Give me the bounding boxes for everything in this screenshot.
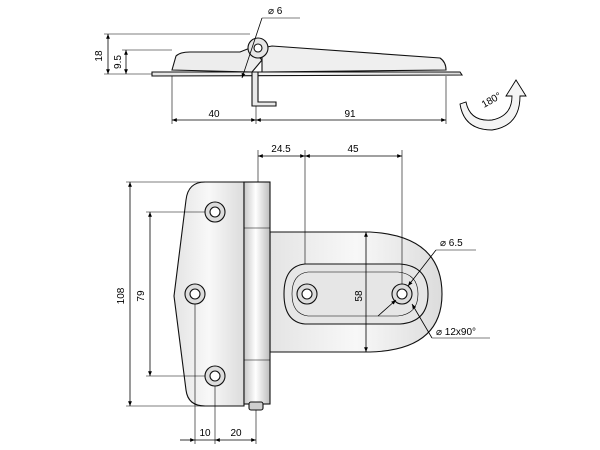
top-view-right-leaf <box>261 45 447 73</box>
front-hole-bottom <box>204 365 226 387</box>
dim-left-length: 40 <box>208 109 220 120</box>
front-left-leaf <box>173 181 245 407</box>
front-hole-slot-left <box>296 283 318 305</box>
front-slot <box>283 263 429 325</box>
front-view: 24.5 45 108 79 58 ⌀ 6.5 ⌀ 12x90° 10 20 <box>116 144 490 444</box>
rotation-arrow-icon <box>459 79 527 131</box>
dim-right-length: 91 <box>344 109 356 120</box>
front-knuckle-cap <box>248 401 264 411</box>
top-view-pin <box>253 43 263 53</box>
front-hole-top <box>204 201 226 223</box>
dim-slot-length: 45 <box>347 144 359 155</box>
dim-offset: 24.5 <box>271 144 291 155</box>
top-view-base-plate <box>151 71 464 77</box>
front-knuckle <box>243 181 271 405</box>
rotation-label: 180° <box>480 91 503 111</box>
dim-hole-dia: ⌀ 6.5 <box>440 238 463 249</box>
dim-overall-height: 108 <box>116 287 127 304</box>
dim-bottom-small: 10 <box>199 428 211 439</box>
top-view-bracket <box>251 71 277 107</box>
front-slot-inner <box>291 271 419 317</box>
rotation-symbol: 180° <box>459 79 527 131</box>
dim-hole-spacing: 79 <box>136 290 147 302</box>
dim-height-total: 18 <box>94 50 105 62</box>
front-hole-middle <box>184 283 206 305</box>
dim-height-upper: 9.5 <box>113 55 124 69</box>
dim-countersink: ⌀ 12x90° <box>436 327 476 338</box>
dim-leaf-height: 58 <box>354 290 365 302</box>
top-view: 18 9.5 ⌀ 6 40 91 <box>94 6 464 124</box>
dim-pin-diameter: ⌀ 6 <box>268 6 283 17</box>
dim-bottom-large: 20 <box>230 428 242 439</box>
